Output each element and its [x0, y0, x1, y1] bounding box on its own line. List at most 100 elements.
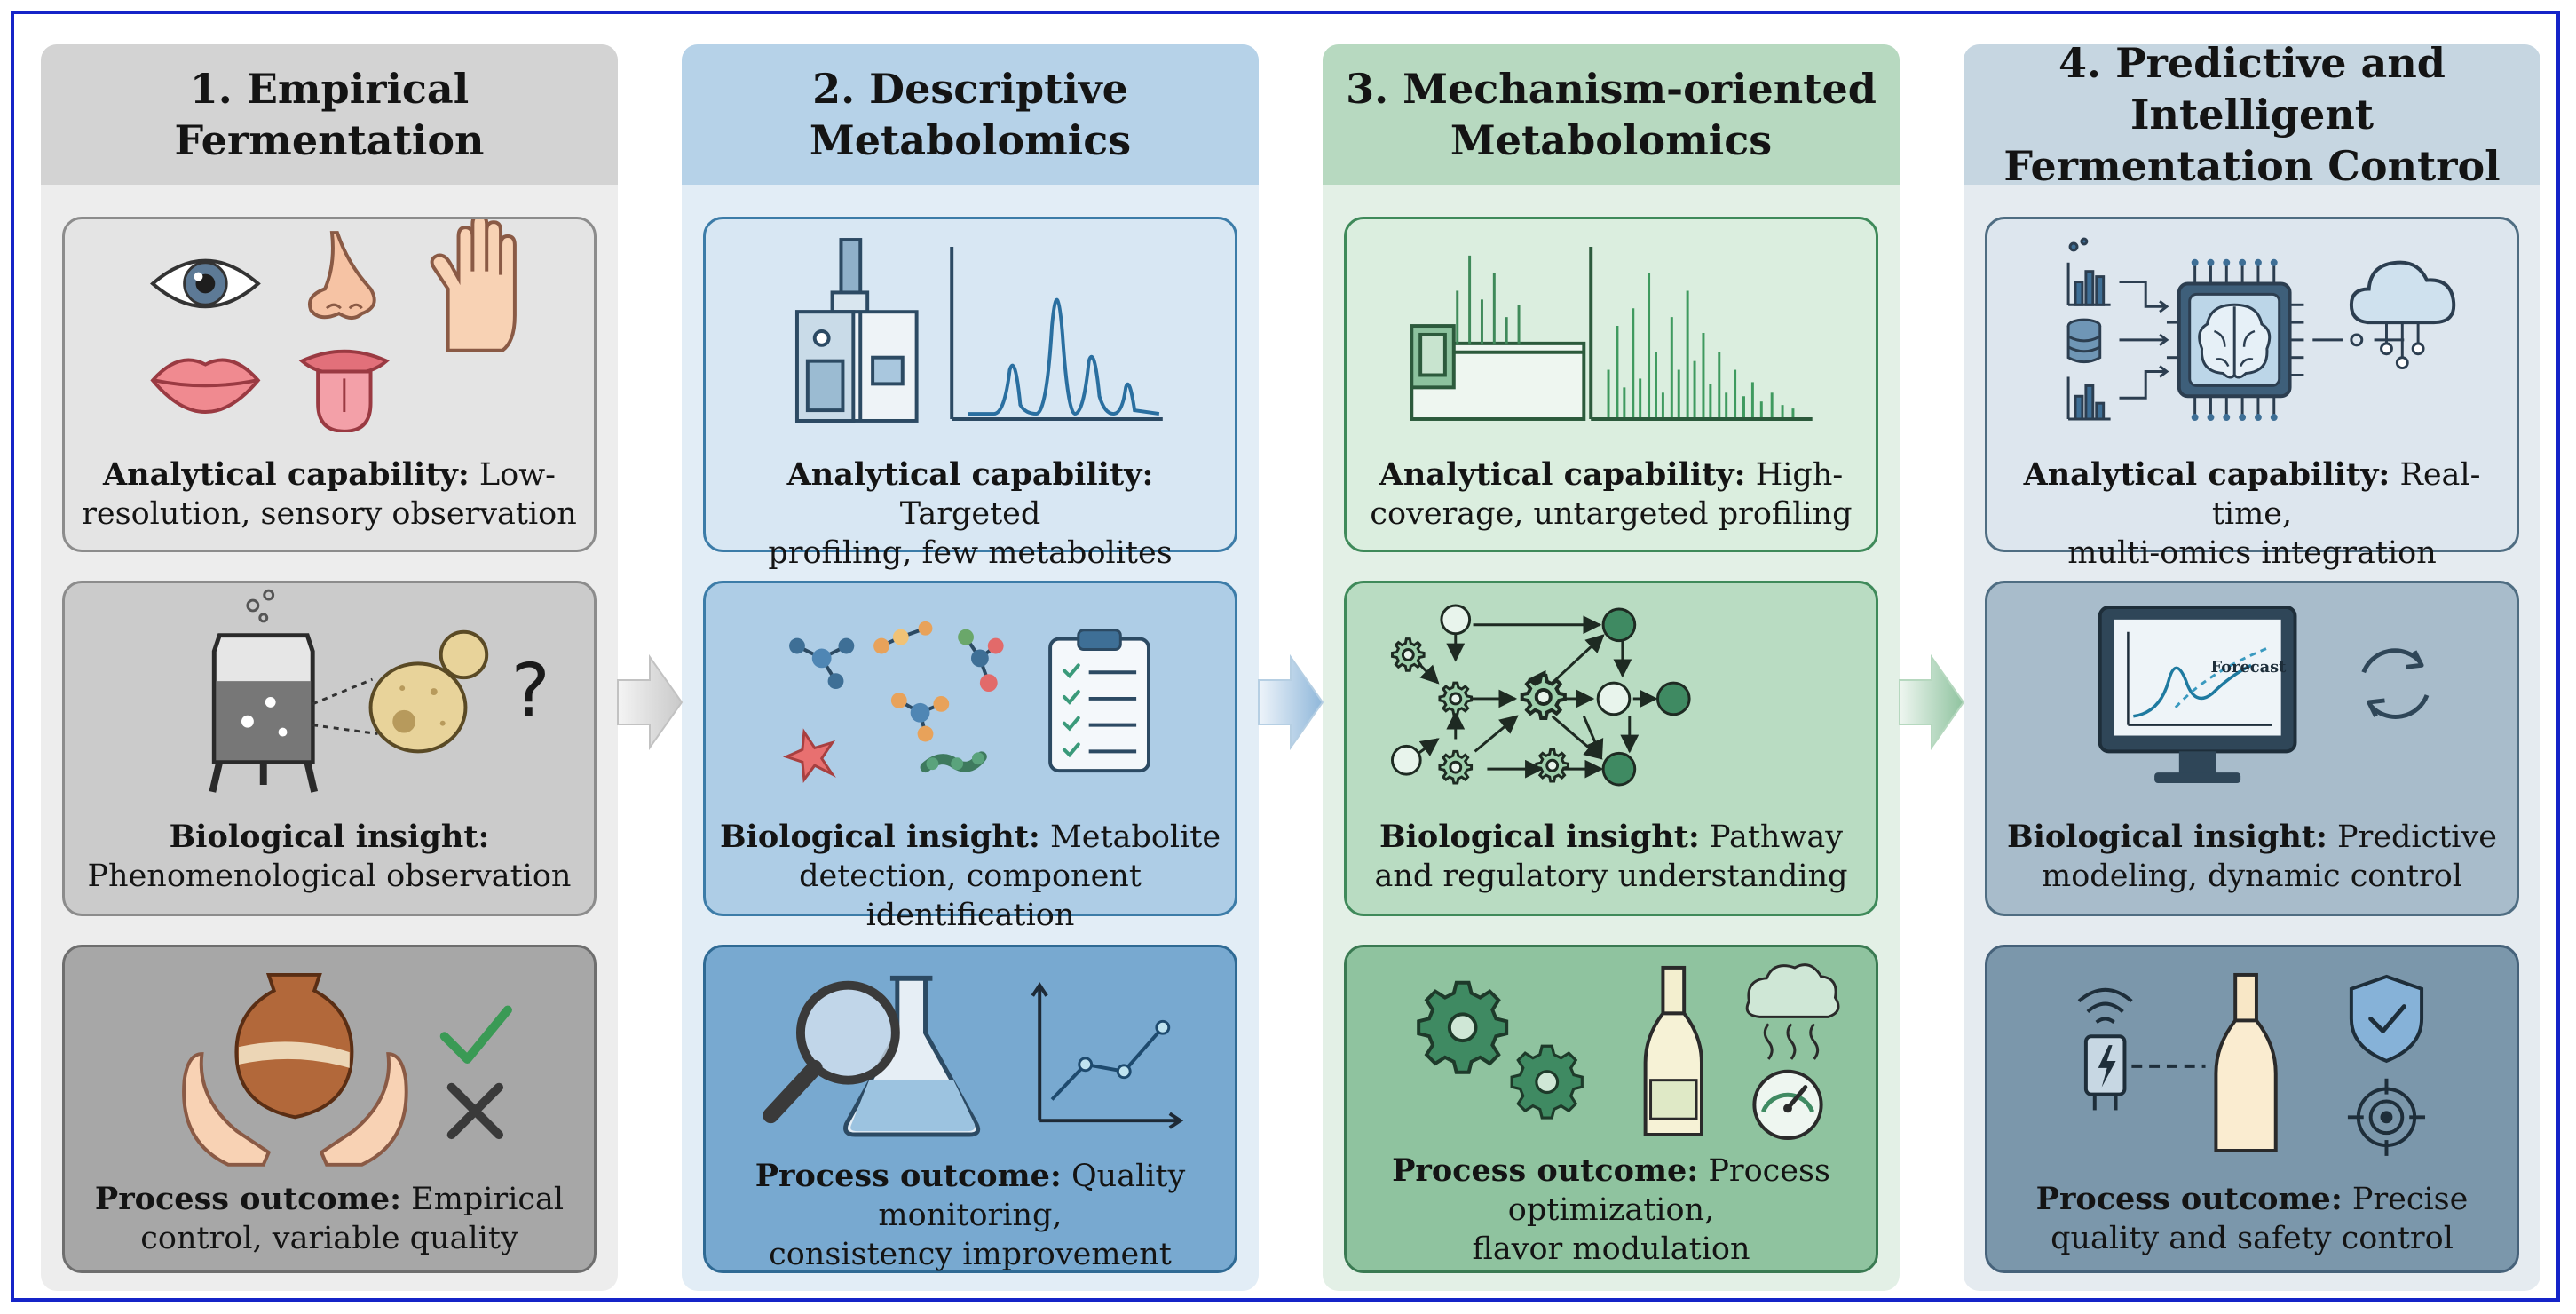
- stage-title: 3. Mechanism-oriented Metabolomics: [1323, 44, 1900, 185]
- card-label: Process outcome:: [755, 1158, 1062, 1194]
- stage-empirical: 1. Empirical Fermentation: [41, 44, 618, 1291]
- cloud-icon: [2349, 260, 2456, 370]
- nose-icon: [307, 231, 376, 321]
- tongue-icon: [298, 349, 390, 432]
- yeast-cell-icon: [368, 629, 489, 754]
- outcome-card: Process outcome: Empirical control, vari…: [62, 945, 597, 1273]
- outcome-illustration: [763, 975, 1184, 1137]
- flask-icon: [843, 975, 981, 1137]
- insight-illustration: Forecast: [2098, 606, 2430, 783]
- analytical-card: Analytical capability: High- coverage, u…: [1344, 217, 1878, 552]
- card-text: Process optimization, flavor modulation: [1472, 1153, 1830, 1267]
- stage-mechanism: 3. Mechanism-oriented Metabolomics: [1323, 44, 1900, 1291]
- stage-descriptive: 2. Descriptive Metabolomics: [682, 44, 1259, 1291]
- outcome-illustration: [2077, 972, 2426, 1156]
- question-mark-icon: ?: [511, 648, 550, 734]
- gear-icon: [1438, 681, 1474, 716]
- aroma-cloud-icon: [1745, 963, 1840, 1060]
- card-label: Biological insight:: [169, 819, 490, 855]
- pathway-network: [1390, 604, 1691, 787]
- clipboard-checklist-icon: [1048, 629, 1150, 773]
- outcome-illustration: [182, 972, 512, 1167]
- insight-card: Forecast Biological insight: Predictive …: [1985, 581, 2519, 916]
- refresh-cycle-icon: [2361, 648, 2430, 719]
- monitor-icon: Forecast: [2098, 606, 2297, 783]
- analytical-illustration: [794, 238, 1163, 423]
- outcome-card: Process outcome: Process optimization, f…: [1344, 945, 1878, 1273]
- insight-card: ? Biological insight: Phenomenological o…: [62, 581, 597, 916]
- analytical-card: Analytical capability: Low- resolution, …: [62, 217, 597, 552]
- mass-peaks-icon: [1456, 255, 1521, 344]
- gear-icon: [1438, 749, 1474, 785]
- target-icon: [2347, 1078, 2426, 1156]
- network-node-icon: [1655, 681, 1691, 716]
- wine-bottle-icon: [1643, 965, 1703, 1137]
- fermentation-tank-icon: [209, 589, 319, 793]
- network-node-icon: [1596, 681, 1632, 716]
- gear-icon: [1535, 748, 1569, 783]
- chromatogram-icon: [950, 246, 1163, 421]
- transition-arrow-3: [1899, 653, 1965, 751]
- insight-card: Biological insight: Metabolite detection…: [703, 581, 1237, 933]
- analytical-illustration: [1410, 246, 1813, 421]
- stage-title: 2. Descriptive Metabolomics: [682, 44, 1259, 185]
- card-label: Biological insight:: [1379, 819, 1700, 855]
- hand-icon: [430, 219, 517, 352]
- insight-card: Biological insight: Pathway and regulato…: [1344, 581, 1878, 916]
- network-node-icon: [1601, 751, 1637, 787]
- stage-title: 1. Empirical Fermentation: [41, 44, 618, 185]
- card-label: Process outcome:: [2035, 1181, 2343, 1217]
- card-label: Analytical capability:: [1379, 456, 1746, 493]
- analytical-illustration: [2066, 237, 2456, 421]
- database-icon: [2066, 318, 2102, 364]
- outcome-card: Process outcome: Precise quality and saf…: [1985, 945, 2519, 1273]
- gears-icon: [1417, 980, 1584, 1120]
- card-text: Precise quality and safety control: [2051, 1182, 2469, 1256]
- bar-chart-icon: [2066, 237, 2111, 421]
- card-text: Quality monitoring, consistency improvem…: [769, 1159, 1186, 1272]
- line-chart-icon: [1031, 982, 1184, 1129]
- lips-icon: [150, 358, 261, 415]
- cross-mark-icon: [446, 1082, 504, 1140]
- card-text: Metabolite detection, component identifi…: [799, 819, 1221, 933]
- ai-chip-icon: [2166, 258, 2304, 421]
- outcome-illustration: [1417, 963, 1840, 1140]
- card-label: Analytical capability:: [786, 456, 1154, 493]
- transition-arrow-2: [1258, 653, 1324, 751]
- card-text: Predictive modeling, dynamic control: [2042, 819, 2497, 894]
- card-text: Pathway and regulatory understanding: [1374, 819, 1848, 894]
- transition-arrow-1: [617, 653, 684, 751]
- hands-icon: [182, 1052, 408, 1167]
- analytical-card: Analytical capability: Real-time, multi-…: [1985, 217, 2519, 571]
- molecule-icon: [782, 621, 1004, 783]
- diagram-frame: 1. Empirical Fermentation: [11, 11, 2560, 1302]
- forecast-label: Forecast: [2210, 658, 2287, 677]
- spectrum-icon: [1589, 246, 1813, 421]
- card-text: High- coverage, untargeted profiling: [1370, 457, 1853, 532]
- card-text: Real-time, multi-omics integration: [2067, 457, 2481, 571]
- card-label: Analytical capability:: [102, 456, 470, 493]
- card-text: Empirical control, variable quality: [140, 1182, 565, 1256]
- card-text: Targeted profiling, few metabolites: [768, 496, 1173, 571]
- outcome-card: Process outcome: Quality monitoring, con…: [703, 945, 1237, 1273]
- sensor-icon: [2077, 987, 2133, 1111]
- shield-check-icon: [2349, 974, 2424, 1064]
- clay-pot-icon: [234, 972, 354, 1120]
- analytical-card: Analytical capability: Targeted profilin…: [703, 217, 1237, 571]
- card-label: Process outcome:: [1392, 1152, 1699, 1189]
- check-mark-icon: [439, 1005, 512, 1064]
- gc-ms-instrument-icon: [794, 238, 919, 423]
- eye-icon: [149, 258, 261, 309]
- card-text: Low- resolution, sensory observation: [82, 457, 577, 532]
- network-node-icon: [1601, 607, 1637, 643]
- stage-title: 4. Predictive and Intelligent Fermentati…: [1964, 44, 2540, 190]
- card-text: Phenomenological observation: [87, 859, 572, 894]
- stage-predictive: 4. Predictive and Intelligent Fermentati…: [1964, 44, 2540, 1291]
- insight-illustration: [782, 621, 1150, 783]
- card-label: Biological insight:: [2007, 819, 2327, 855]
- network-node-icon: [1440, 604, 1472, 636]
- network-node-icon: [1390, 744, 1422, 776]
- mass-spectrometer-icon: [1410, 324, 1586, 421]
- card-label: Analytical capability:: [2023, 456, 2390, 493]
- gear-icon: [1522, 676, 1565, 718]
